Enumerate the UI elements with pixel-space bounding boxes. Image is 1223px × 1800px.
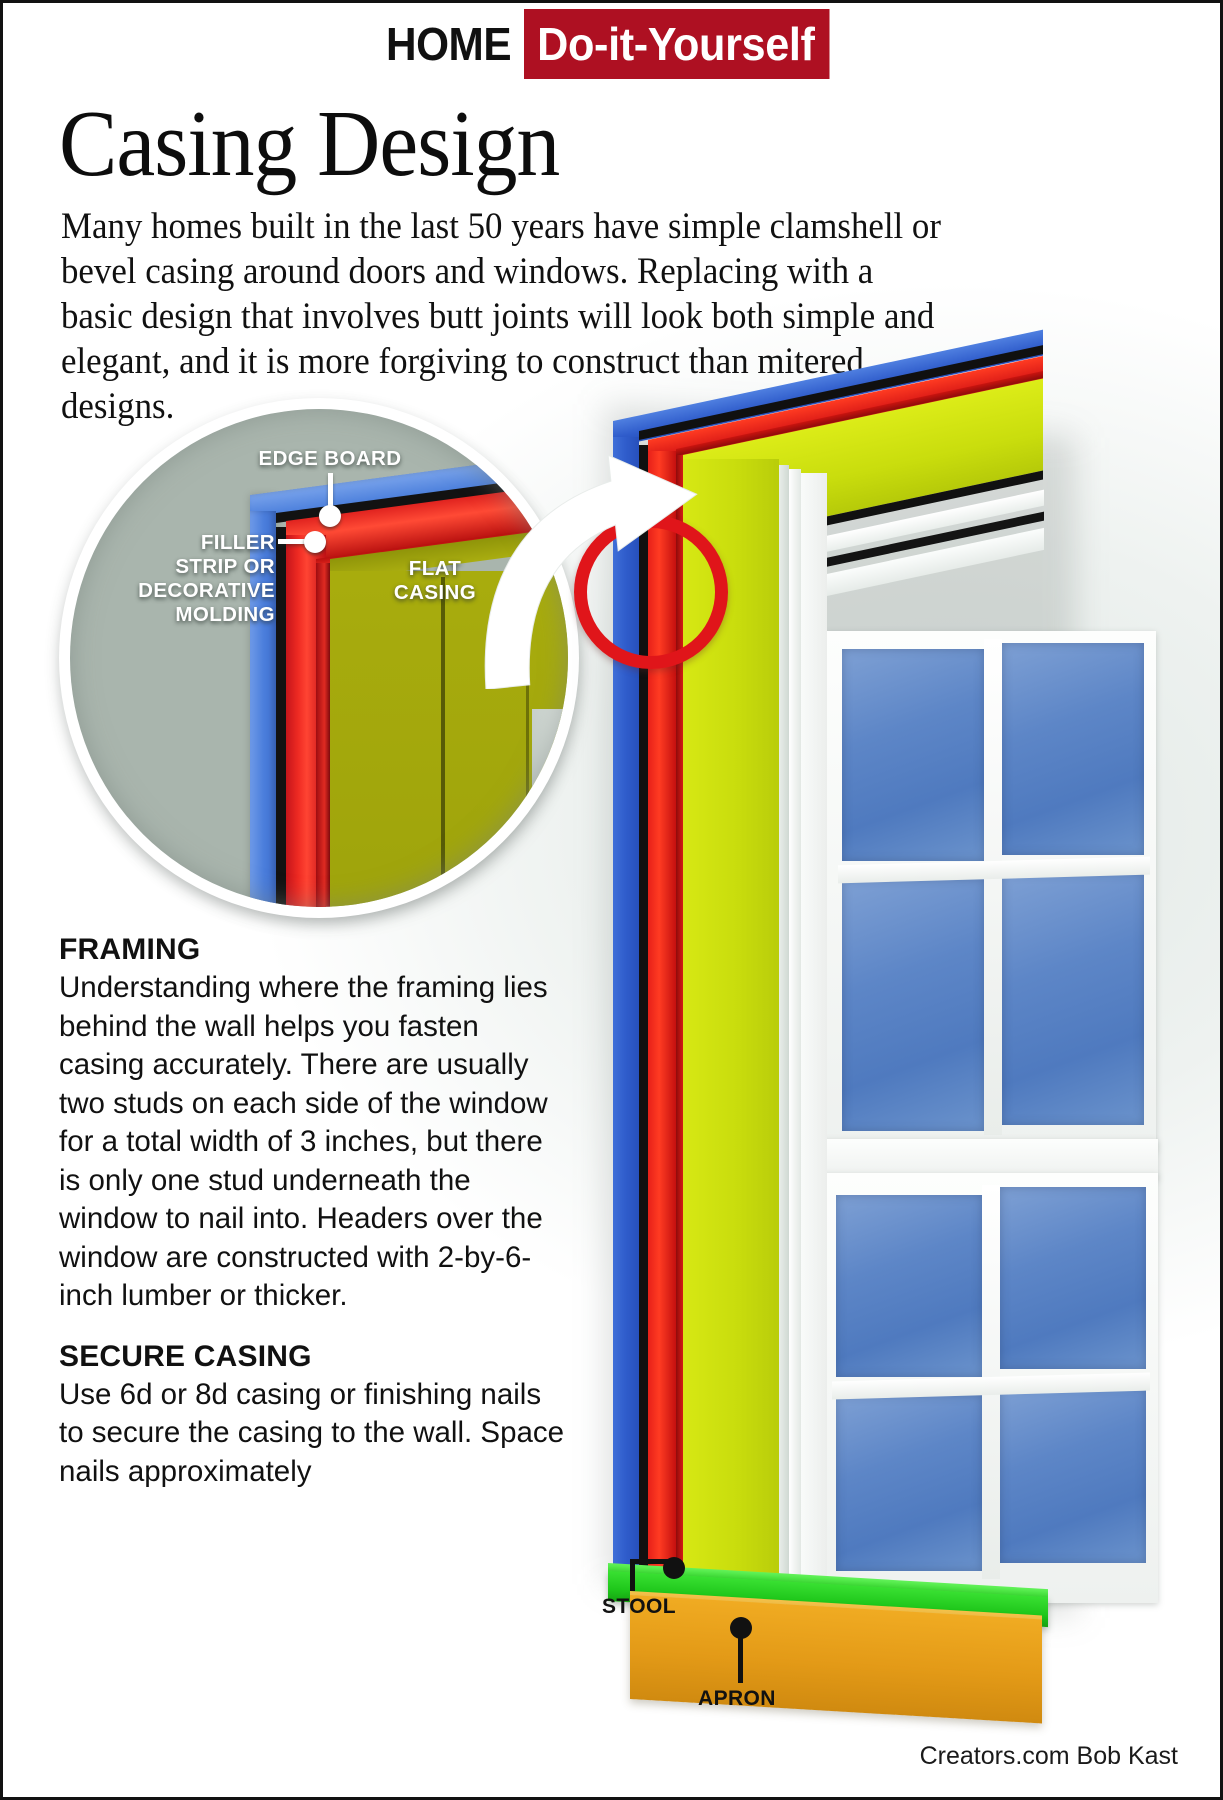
window-illustration: STOOL APRON xyxy=(484,329,1208,1724)
upper-glass-pane-4 xyxy=(1002,873,1144,1125)
side-jamb xyxy=(801,473,827,1587)
edge-board-leader-dot xyxy=(319,505,341,527)
filler-strip-leader xyxy=(278,539,312,544)
section-heading-framing: FRAMING xyxy=(59,933,201,966)
label-stool: STOOL xyxy=(602,1595,676,1618)
meeting-rail xyxy=(822,1139,1158,1179)
lower-glass-pane-2 xyxy=(1000,1187,1146,1369)
filler-strip-inner-side xyxy=(316,563,330,907)
apron-leader xyxy=(738,1627,743,1683)
upper-glass-pane-1 xyxy=(842,649,984,861)
lower-glass-pane-1 xyxy=(836,1195,982,1377)
page-title: Casing Design xyxy=(59,92,560,196)
stool-leader-horizontal xyxy=(630,1559,674,1564)
reveal-gap-side xyxy=(276,527,286,907)
header-badge: Do-it-Yourself xyxy=(523,9,830,79)
side-reveal-gap xyxy=(639,445,648,1587)
filler-strip-side xyxy=(286,535,326,907)
stool-leader xyxy=(630,1559,635,1591)
upper-glass-pane-3 xyxy=(842,879,984,1131)
wall-surface xyxy=(532,709,568,907)
section-body-secure-casing: Use 6d or 8d casing or finishing nails t… xyxy=(59,1377,565,1488)
edge-board-leader xyxy=(328,473,333,511)
section-spacer xyxy=(59,1316,569,1340)
section-heading-secure-casing: SECURE CASING xyxy=(59,1339,312,1373)
edge-board-side xyxy=(250,511,276,907)
label-filler-strip: FILLER STRIP OR DECORATIVE MOLDING xyxy=(70,531,275,627)
side-reveal xyxy=(779,465,789,1587)
header-kicker: HOME xyxy=(385,18,512,70)
side-jamb-trim xyxy=(789,469,801,1587)
callout-arrow-icon xyxy=(484,454,698,689)
lower-glass-pane-3 xyxy=(836,1395,982,1571)
side-filler-strip-inner xyxy=(676,455,683,1587)
label-filler-line2: STRIP OR xyxy=(175,555,275,578)
label-filler-line1: FILLER xyxy=(200,531,275,554)
casing-shadow xyxy=(250,495,276,907)
lower-glass-pane-4 xyxy=(1000,1387,1146,1563)
flat-casing-seam-1 xyxy=(441,577,445,907)
section-body-framing: Understanding where the framing lies beh… xyxy=(59,971,548,1312)
label-filler-line4: MOLDING xyxy=(175,603,275,626)
filler-strip-leader-dot xyxy=(304,531,326,553)
upper-muntin-vertical xyxy=(984,639,1002,1135)
label-edge-board: EDGE BOARD xyxy=(258,447,402,470)
label-filler-line3: DECORATIVE xyxy=(138,579,275,602)
intro-paragraph: Many homes built in the last 50 years ha… xyxy=(61,205,941,426)
upper-glass-pane-2 xyxy=(1002,643,1144,855)
label-apron: APRON xyxy=(698,1687,776,1710)
credit-line: Creators.com Bob Kast xyxy=(919,1742,1178,1770)
body-text-column: FRAMING Understanding where the framing … xyxy=(59,933,569,1491)
header-band: HOME Do-it-Yourself xyxy=(3,9,1220,79)
